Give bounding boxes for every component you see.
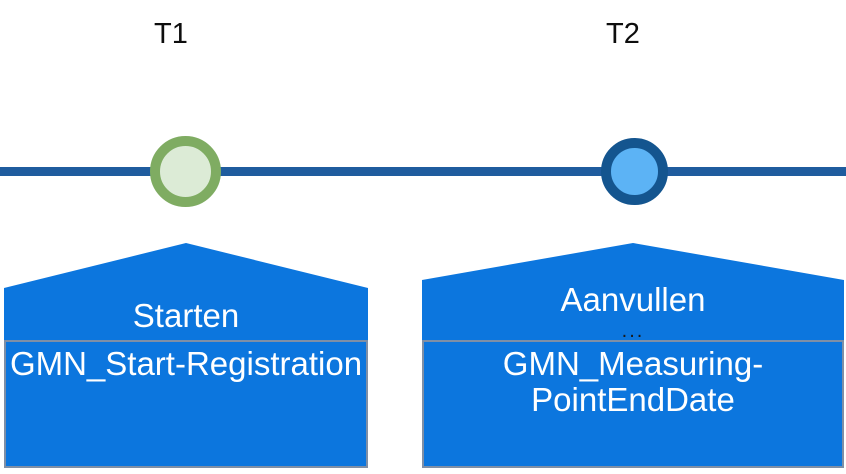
timeline-marker-t2[interactable] bbox=[601, 138, 668, 205]
timeline-axis bbox=[0, 167, 846, 176]
entity-box-gmn-measuringpointenddate[interactable]: GMN_Measuring-PointEndDate bbox=[422, 340, 844, 468]
event-group-aanvullen: Aanvullen ... GMN_Measuring-PointEndDate bbox=[422, 243, 844, 468]
pentagon-shape-aanvullen[interactable]: Aanvullen ... bbox=[422, 243, 844, 341]
pentagon-icon bbox=[4, 243, 368, 340]
pentagon-icon bbox=[422, 243, 844, 340]
timeline-marker-t1[interactable] bbox=[150, 136, 221, 207]
pentagon-shape-starten[interactable]: Starten bbox=[4, 243, 368, 340]
event-group-starten: Starten GMN_Start-Registration bbox=[4, 243, 368, 468]
entity-box-gmn-start-registration[interactable]: GMN_Start-Registration bbox=[4, 340, 368, 468]
timeline-tick-label-t1: T1 bbox=[154, 18, 188, 50]
timeline-tick-label-t2: T2 bbox=[606, 18, 640, 50]
